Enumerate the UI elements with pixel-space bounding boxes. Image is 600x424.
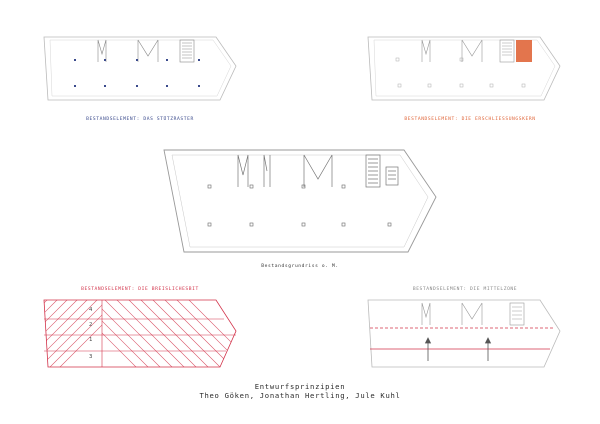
caption-middle-zone: BESTANDSELEMENT: DIE MITTELZONE bbox=[412, 287, 518, 292]
plan-structural-grid bbox=[43, 36, 237, 101]
caption-circulation-core: BESTANDSELEMENT: DIE ERSCHLIESSUNGSKERN bbox=[404, 117, 536, 122]
column-grid-dots bbox=[74, 59, 200, 87]
plan-circulation-core bbox=[367, 36, 561, 101]
title-block: Entwurfsprinzipien Theo Göken, Jonathan … bbox=[0, 382, 600, 400]
zone-label-1: 1 bbox=[89, 337, 93, 343]
direction-arrows bbox=[424, 337, 492, 361]
plan-outline bbox=[43, 36, 237, 101]
plan-middle-zone bbox=[367, 299, 561, 368]
authors: Theo Göken, Jonathan Hertling, Jule Kuhl bbox=[199, 391, 401, 400]
plan-hatched-zones bbox=[43, 299, 237, 368]
zone-label-2: 2 bbox=[89, 322, 93, 328]
page-title: Entwurfsprinzipien bbox=[254, 382, 346, 391]
plan-existing-floor bbox=[163, 149, 437, 253]
caption-structural-grid: BESTANDSELEMENT: DAS STÜTZRASTER bbox=[86, 117, 194, 122]
zone-label-3: 3 bbox=[89, 354, 93, 360]
zone-label-4: 4 bbox=[89, 307, 93, 313]
caption-hatched-zones: BESTANDSELEMENT: DIE BREISLICHESBIT bbox=[81, 287, 199, 292]
caption-existing-floor: Bestandsgrundriss o. M. bbox=[261, 264, 339, 269]
circulation-core-highlight bbox=[516, 40, 532, 62]
